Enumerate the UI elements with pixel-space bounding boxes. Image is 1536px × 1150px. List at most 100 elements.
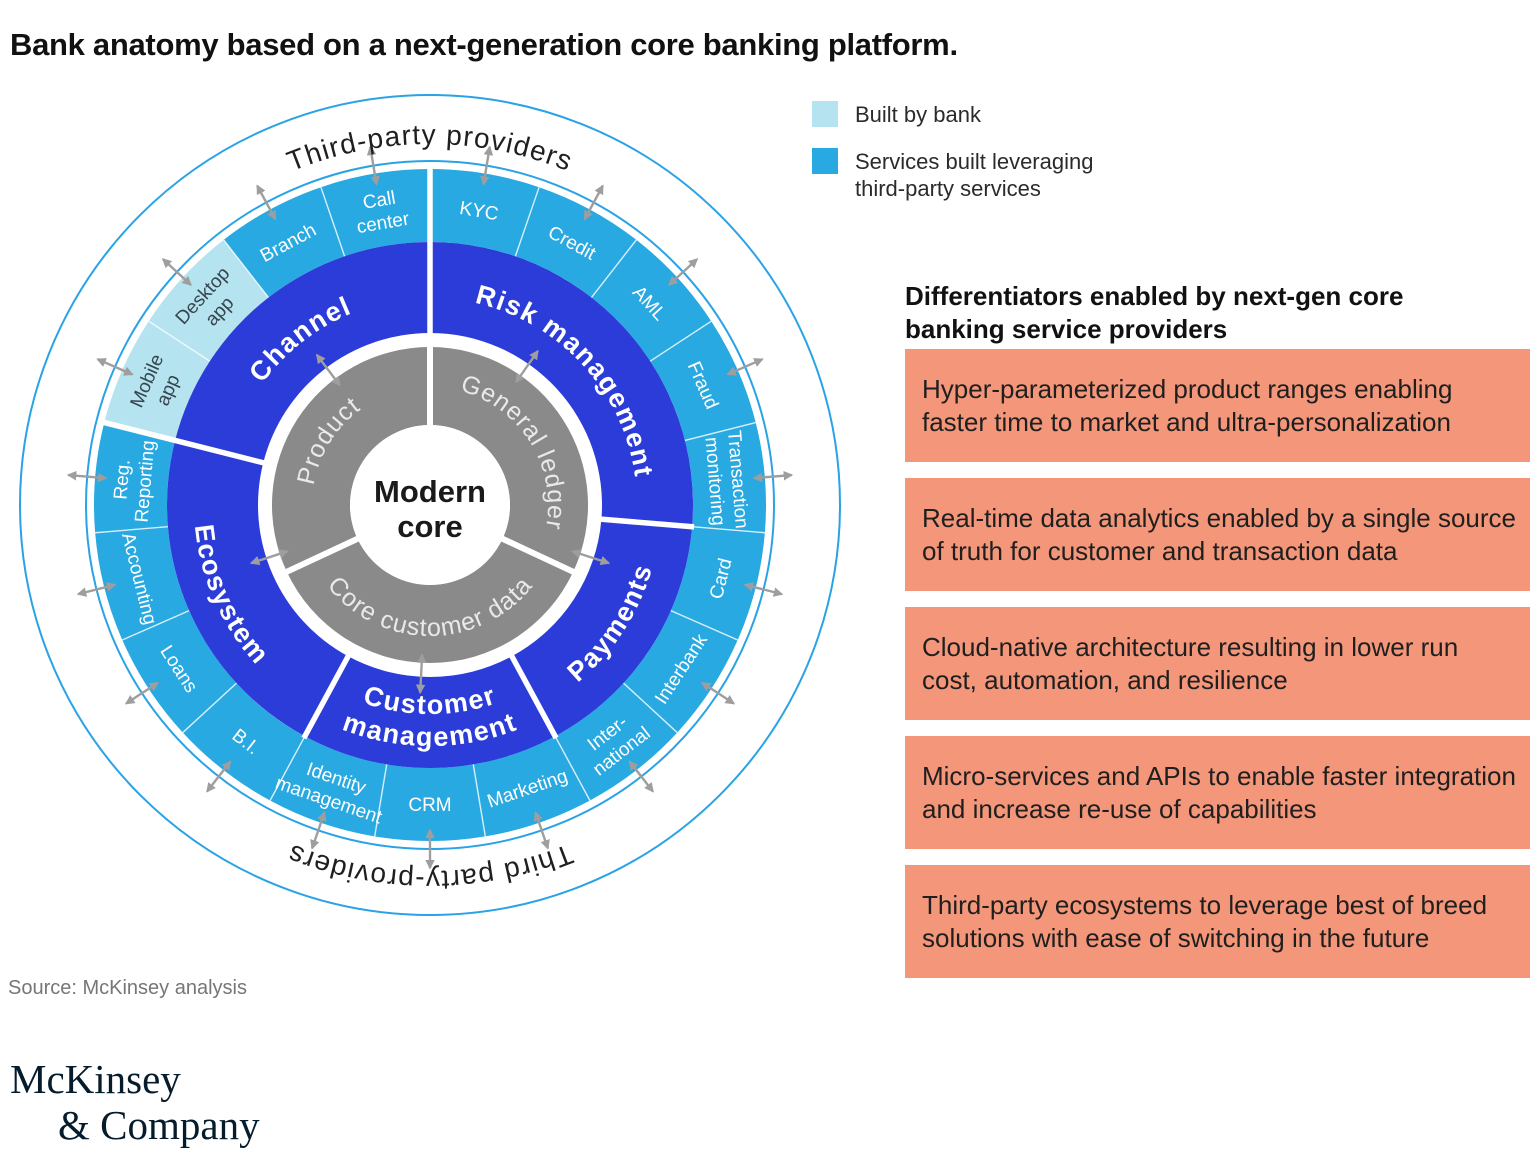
differentiator-card: Third-party ecosystems to leverage best … [905, 865, 1530, 978]
outer-exchange-arrow-icon [752, 470, 794, 483]
segment-divider [514, 186, 540, 257]
center-circle [350, 425, 510, 585]
segment-kyc [430, 169, 540, 257]
segment-divider [182, 682, 237, 734]
logo-line-1: McKinsey [10, 1056, 181, 1102]
segment-divider [670, 610, 738, 641]
segment-divider [472, 764, 486, 837]
segment-transaction-monitoring [684, 422, 766, 533]
mckinsey-logo: McKinsey & Company [10, 1056, 260, 1148]
source-note: Source: McKinsey analysis [8, 977, 247, 999]
outer-exchange-arrow-icon [96, 358, 134, 376]
segment-divider [649, 320, 712, 362]
sector-gap [101, 419, 268, 467]
legend-swatch-built-by-bank-icon [812, 101, 838, 127]
legend-swatch-third-party-icon [812, 148, 838, 174]
segment-label-crm: CRM [408, 795, 451, 816]
sector-risk-management [430, 242, 693, 527]
segment-divider [320, 186, 346, 257]
sector-gap [507, 651, 559, 740]
segment-divider [554, 735, 591, 801]
segment-call-center [320, 169, 430, 257]
inner-exchange-arrow-icon [249, 549, 289, 566]
differentiator-text: Real-time data analytics enabled by a si… [922, 502, 1517, 566]
differentiator-text: Hyper-parameterized product ranges enabl… [922, 373, 1453, 437]
sector-ecosystem [167, 440, 349, 737]
differentiator-text: Cloud-native architecture resulting in l… [922, 631, 1459, 695]
segment-divider [590, 239, 637, 298]
core-segment-product [271, 347, 430, 572]
segment-b-i [182, 683, 305, 801]
outer-exchange-arrow-icon [206, 760, 232, 793]
inner-exchange-arrow-icon [571, 549, 611, 566]
segment-accounting [95, 526, 190, 640]
segment-card [670, 526, 765, 640]
segment-marketing [473, 736, 590, 837]
core-gap [281, 534, 363, 577]
outer-exchange-arrow-icon [124, 681, 160, 705]
sector-gap [301, 651, 353, 740]
outer-exchange-arrow-icon [726, 358, 764, 376]
sector-gap [597, 516, 695, 530]
differentiator-card: Cloud-native architecture resulting in l… [905, 607, 1530, 720]
outer-exchange-arrow-icon [700, 681, 736, 705]
outer-exchange-arrow-icon [310, 811, 327, 850]
legend-item-third-party-services: Services built leveraging third-party se… [812, 148, 1125, 202]
segment-aml [591, 239, 712, 362]
outer-exchange-arrow-icon [161, 258, 192, 286]
differentiator-text: Third-party ecosystems to leverage best … [922, 889, 1488, 953]
inner-exchange-arrow-icon [315, 353, 341, 387]
segment-identity-management [270, 736, 387, 837]
segment-divider [148, 320, 211, 362]
segment-divider [122, 610, 190, 641]
segment-interbank [623, 610, 738, 733]
outer-exchange-arrow-icon [66, 470, 108, 483]
outer-exchange-arrow-icon [480, 145, 494, 186]
inner-exchange-arrow-icon [515, 349, 539, 384]
sector-channel [175, 242, 430, 463]
outer-exchange-arrow-icon [76, 582, 117, 597]
differentiators-heading: Differentiators enabled by next-gen core… [905, 280, 1404, 344]
legend: Built by bank Services built leveraging … [812, 101, 1125, 222]
segment-mobile-app [104, 321, 210, 441]
segment-loans [122, 610, 237, 733]
legend-item-built-by-bank: Built by bank [812, 101, 1125, 128]
outer-exchange-arrow-icon [743, 582, 784, 597]
segment-divider [223, 239, 270, 298]
segment-crm [374, 764, 486, 842]
segment-divider [623, 682, 678, 734]
legend-label-built-by-bank: Built by bank [855, 102, 981, 127]
outer-exchange-arrow-icon [668, 258, 699, 286]
differentiator-text: Micro-services and APIs to enable faster… [922, 760, 1516, 824]
page-title: Bank anatomy based on a next-generation … [10, 26, 958, 62]
segment-branch [223, 187, 345, 298]
segment-divider [374, 764, 388, 837]
outer-exchange-arrow-icon [628, 760, 654, 793]
segment-credit [515, 187, 637, 298]
segment-divider [684, 421, 756, 442]
differentiator-card: Real-time data analytics enabled by a si… [905, 478, 1530, 591]
outer-exchange-arrow-icon [533, 811, 550, 850]
sector-payments [511, 519, 693, 737]
differentiator-card: Micro-services and APIs to enable faster… [905, 736, 1530, 849]
segment-divider [95, 526, 168, 534]
core-segment-core-customer-data [286, 538, 574, 664]
segment-divider [692, 526, 765, 534]
logo-line-2: & Company [58, 1102, 260, 1148]
outer-exchange-arrow-icon [583, 184, 604, 221]
outer-exchange-arrow-icon [366, 145, 380, 186]
core-gap [497, 534, 579, 577]
legend-label-third-party: Services built leveraging third-party se… [855, 149, 1094, 201]
band-outer-circle [19, 94, 841, 916]
segment-reg-reporting [94, 422, 176, 533]
segment-divider [269, 735, 306, 801]
inner-exchange-arrow-icon [415, 653, 427, 695]
segment-fraud [650, 321, 756, 441]
differentiator-card: Hyper-parameterized product ranges enabl… [905, 349, 1530, 462]
outer-exchange-arrow-icon [256, 184, 277, 221]
segment-inter-national [555, 683, 678, 801]
core-segment-general-ledger [430, 347, 589, 572]
sector-customer-management [304, 656, 556, 768]
